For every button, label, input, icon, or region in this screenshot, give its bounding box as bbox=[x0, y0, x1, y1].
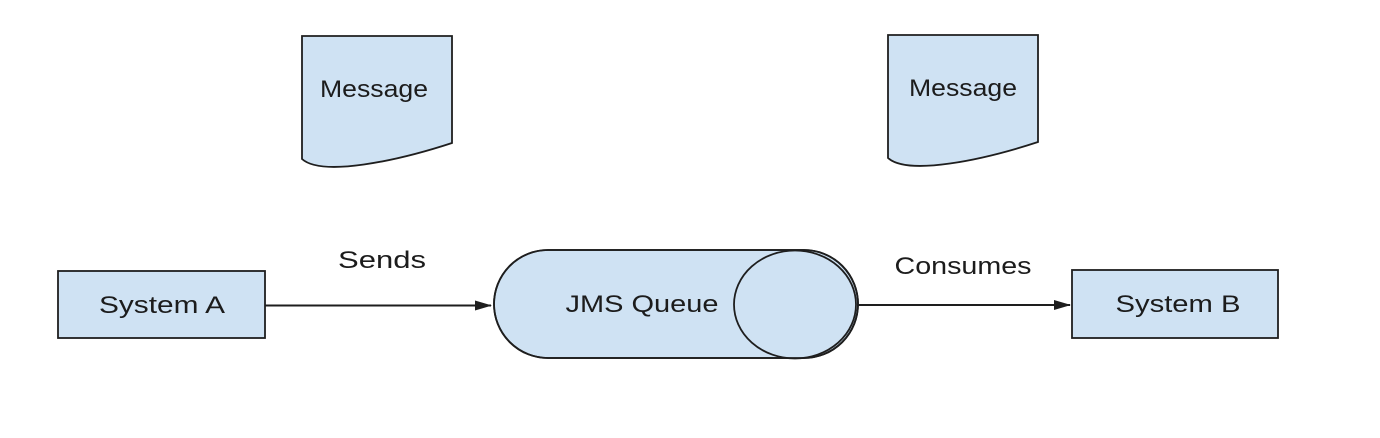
system-b-label: System B bbox=[1116, 291, 1241, 318]
message-document-right-shape bbox=[887, 34, 1039, 167]
message-left-label: Message bbox=[320, 76, 428, 103]
queue-end-circle bbox=[733, 249, 857, 360]
jms-queue-label: JMS Queue bbox=[566, 291, 719, 318]
message-right-label: Message bbox=[909, 75, 1017, 102]
consumes-edge-label: Consumes bbox=[895, 253, 1032, 280]
sends-edge-label: Sends bbox=[338, 247, 426, 274]
system-a-box bbox=[57, 270, 266, 339]
message-document-left-shape bbox=[301, 35, 453, 168]
system-b-box bbox=[1071, 269, 1279, 339]
system-a-label: System A bbox=[99, 292, 225, 319]
